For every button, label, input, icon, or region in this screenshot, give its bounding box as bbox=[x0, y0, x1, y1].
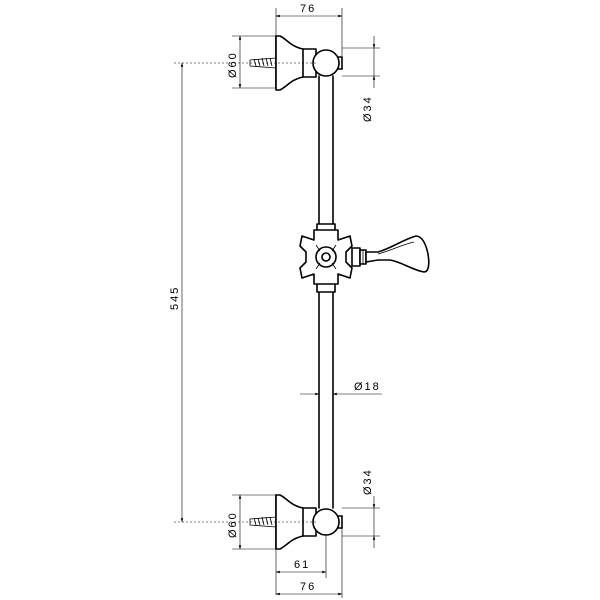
dim-bottom-offset: 61 bbox=[275, 535, 327, 595]
slide-rail bbox=[318, 75, 334, 509]
dim-bottom-width: 76 bbox=[275, 528, 343, 598]
bottom-wall-bracket bbox=[275, 494, 343, 550]
dim-top-width-label: 76 bbox=[300, 3, 316, 15]
bottom-screw-anchor bbox=[249, 516, 277, 528]
sliding-holder bbox=[299, 223, 353, 293]
dim-bottom-rosette-diameter: Ø34 bbox=[342, 468, 380, 548]
dim-bottom-offset-label: 61 bbox=[294, 559, 310, 571]
dim-top-width: 76 bbox=[275, 3, 343, 56]
dim-overall-length-label: 545 bbox=[169, 286, 181, 310]
top-screw-anchor bbox=[249, 57, 277, 69]
dim-bottom-bracket-diameter-label: Ø60 bbox=[227, 511, 239, 538]
dim-overall-length: 545 bbox=[169, 62, 318, 523]
dim-rail-diameter: Ø18 bbox=[300, 381, 382, 396]
dim-top-bracket-diameter: Ø60 bbox=[227, 35, 276, 89]
dim-top-rosette-diameter: Ø34 bbox=[342, 36, 380, 122]
dim-top-bracket-diameter-label: Ø60 bbox=[227, 51, 239, 78]
dim-top-rosette-diameter-label: Ø34 bbox=[362, 95, 374, 122]
dim-rail-diameter-label: Ø18 bbox=[354, 381, 381, 393]
dim-bottom-width-label: 76 bbox=[300, 581, 316, 593]
shower-head-holder-arm bbox=[351, 235, 430, 273]
dim-bottom-rosette-diameter-label: Ø34 bbox=[362, 468, 374, 495]
top-wall-bracket bbox=[275, 35, 343, 91]
dim-bottom-bracket-diameter: Ø60 bbox=[227, 494, 276, 550]
